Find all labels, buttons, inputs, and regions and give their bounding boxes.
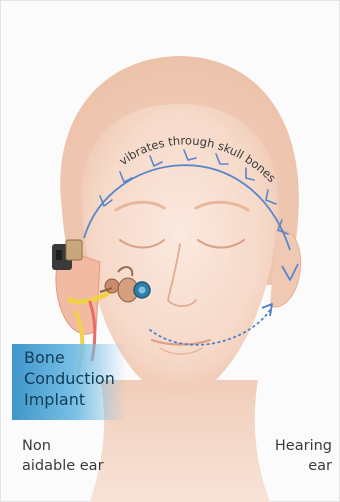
- right-label-line-2: ear: [232, 456, 332, 476]
- implant-label-line-1: Bone: [24, 347, 134, 368]
- left-label-line-2: aidable ear: [22, 456, 132, 476]
- implant-label-line-3: Implant: [24, 389, 134, 410]
- non-aidable-ear-label: Non aidable ear: [22, 436, 132, 476]
- implant-label-line-2: Conduction: [24, 368, 134, 389]
- hearing-ear-label: Hearing ear: [232, 436, 332, 476]
- implant-label: Bone Conduction Implant: [24, 347, 134, 410]
- left-label-line-1: Non: [22, 436, 132, 456]
- right-label-line-1: Hearing: [232, 436, 332, 456]
